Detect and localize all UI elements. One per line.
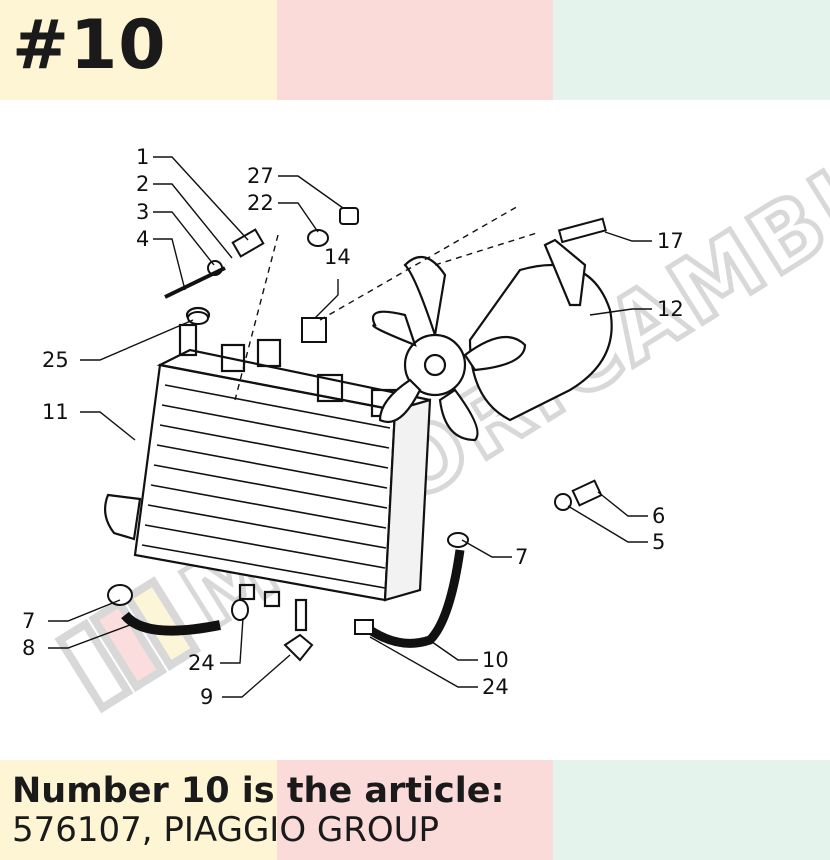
caption-heading: Number 10 is the article: bbox=[12, 771, 505, 811]
radiator-assembly bbox=[103, 306, 432, 632]
callout-22: 22 bbox=[247, 191, 274, 215]
band-yellow bbox=[0, 0, 277, 100]
callout-12: 12 bbox=[657, 297, 684, 321]
callout-5: 5 bbox=[652, 530, 665, 554]
callout-6: 6 bbox=[652, 504, 665, 528]
callout-4: 4 bbox=[136, 227, 149, 251]
callout-7-right: 7 bbox=[515, 545, 528, 569]
band-yellow bbox=[0, 760, 277, 860]
caption-article-number: 576107, PIAGGIO GROUP bbox=[12, 810, 440, 850]
callout-24-right: 24 bbox=[482, 675, 509, 699]
callout-1: 1 bbox=[136, 145, 149, 169]
cooling-fan bbox=[372, 238, 613, 442]
band-mint bbox=[553, 760, 830, 860]
callout-14: 14 bbox=[324, 245, 351, 269]
callout-10: 10 bbox=[482, 648, 509, 672]
callout-25: 25 bbox=[42, 348, 69, 372]
band-pink bbox=[277, 760, 553, 860]
exploded-parts-diagram: MOTORICAMBIA bbox=[22, 108, 830, 714]
callout-3: 3 bbox=[136, 200, 149, 224]
header-band bbox=[0, 0, 830, 100]
caption-band bbox=[0, 760, 830, 860]
callout-17: 17 bbox=[657, 229, 684, 253]
callout-labels: 1 2 3 4 27 22 14 17 12 25 11 6 5 7 7 8 2… bbox=[22, 145, 684, 709]
band-pink bbox=[277, 0, 553, 100]
leader-lines bbox=[48, 156, 652, 698]
callout-2: 2 bbox=[136, 172, 149, 196]
callout-8: 8 bbox=[22, 636, 35, 660]
callout-27: 27 bbox=[247, 164, 274, 188]
callout-24-left: 24 bbox=[188, 651, 215, 675]
band-mint bbox=[553, 0, 830, 100]
page-title: #10 bbox=[12, 6, 167, 85]
callout-11: 11 bbox=[42, 400, 69, 424]
callout-9: 9 bbox=[200, 685, 213, 709]
callout-7-left: 7 bbox=[22, 609, 35, 633]
